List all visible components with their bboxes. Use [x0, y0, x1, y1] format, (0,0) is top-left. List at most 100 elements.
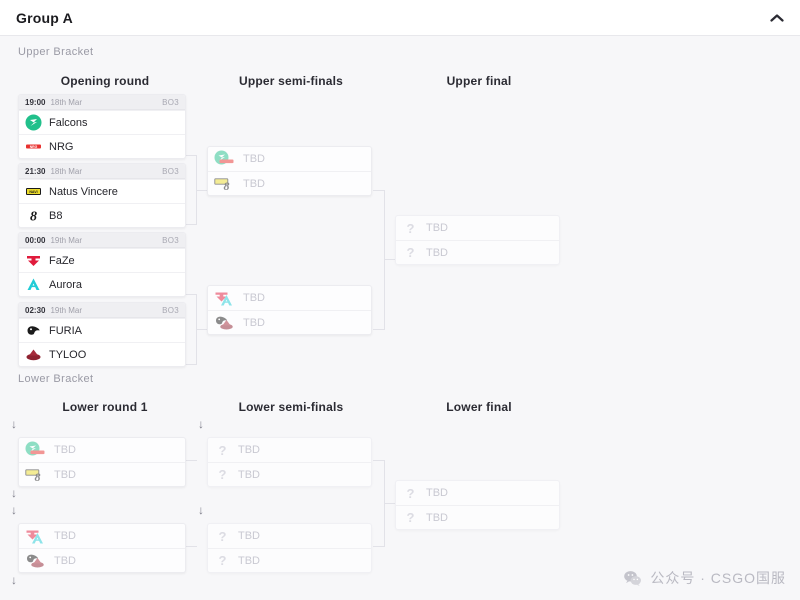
team-name: TBD: [238, 468, 260, 481]
connector: [384, 503, 396, 504]
wechat-icon: [623, 569, 642, 588]
connector: [373, 329, 385, 330]
team-row[interactable]: TYLOO: [19, 342, 185, 366]
round-title-opening-round: Opening round: [60, 74, 150, 88]
connector: [185, 364, 197, 365]
match-card[interactable]: 21:30 18th Mar BO3 NAVI Natus Vincere 8 …: [18, 163, 186, 228]
team-name: Falcons: [49, 116, 88, 129]
match-header: 02:30 19th Mar BO3: [19, 303, 185, 318]
match-header: 00:00 19th Mar BO3: [19, 233, 185, 248]
match-format: BO3: [162, 97, 179, 107]
team-slot[interactable]: 8 TBD: [208, 171, 371, 195]
aurora-logo: [219, 293, 234, 308]
team-slot[interactable]: ? TBD: [396, 505, 559, 529]
team-row[interactable]: 8 B8: [19, 203, 185, 227]
team-name: TBD: [238, 444, 260, 456]
match-format: BO3: [162, 235, 179, 245]
chevron-up-icon[interactable]: [770, 13, 784, 23]
match-card[interactable]: ? TBD ? TBD: [207, 523, 372, 573]
connector: [185, 155, 197, 156]
match-header: 19:00 18th Mar BO3: [19, 95, 185, 110]
match-card[interactable]: TBD 8 TBD: [18, 437, 186, 487]
team-name: TBD: [54, 468, 76, 481]
match-card[interactable]: TBD 8 TBD: [207, 146, 372, 196]
svg-text:8: 8: [224, 179, 230, 193]
team-name: Aurora: [49, 278, 83, 291]
match-format: BO3: [162, 305, 179, 315]
arrow-down-icon: ↓: [11, 486, 17, 500]
arrow-down-icon: ↓: [198, 503, 204, 517]
question-mark-icon: ?: [218, 442, 227, 458]
team-slot[interactable]: ? TBD: [208, 438, 371, 462]
team-slot[interactable]: ? TBD: [208, 524, 371, 548]
team-slot[interactable]: TBD: [208, 286, 371, 310]
team-row[interactable]: Aurora: [19, 272, 185, 296]
team-slot[interactable]: ? TBD: [396, 216, 559, 240]
question-mark-icon: ?: [218, 528, 227, 544]
match-card[interactable]: TBD TBD: [207, 285, 372, 335]
team-row[interactable]: Falcons: [19, 110, 185, 134]
bracket-stage: Upper Bracket Opening round Upper semi-f…: [0, 36, 800, 600]
match-card[interactable]: 00:00 19th Mar BO3 FaZe Aurora: [18, 232, 186, 297]
match-card[interactable]: ? TBD ? TBD: [395, 215, 560, 265]
team-slot[interactable]: ? TBD: [396, 240, 559, 264]
team-name: TBD: [54, 554, 76, 567]
match-card[interactable]: 02:30 19th Mar BO3 FURIA TYLOO: [18, 302, 186, 367]
svg-text:NRG: NRG: [30, 145, 38, 149]
team-name: TBD: [238, 554, 260, 567]
arrow-down-icon: ↓: [11, 503, 17, 517]
team-slot[interactable]: ? TBD: [208, 462, 371, 486]
match-time: 00:00: [25, 235, 46, 245]
nrg-logo: NRG: [25, 138, 42, 155]
match-card[interactable]: ? TBD ? TBD: [207, 437, 372, 487]
navi-logo: [25, 465, 40, 480]
watermark-text: 公众号 · CSGO国服: [650, 570, 786, 586]
team-slot[interactable]: TBD: [208, 147, 371, 171]
team-name: TBD: [243, 177, 265, 190]
team-name: TYLOO: [49, 348, 87, 361]
connector: [384, 259, 396, 260]
connector: [373, 460, 385, 461]
question-mark-icon: ?: [406, 245, 415, 260]
team-slot[interactable]: 8 TBD: [19, 462, 185, 486]
connector: [185, 224, 197, 225]
match-header: 21:30 18th Mar BO3: [19, 164, 185, 179]
ghost-logo-stack: [25, 527, 49, 546]
match-card[interactable]: TBD TBD: [18, 523, 186, 573]
team-slot[interactable]: TBD: [19, 524, 185, 548]
team-slot[interactable]: ? TBD: [396, 481, 559, 505]
team-row[interactable]: NAVI Natus Vincere: [19, 179, 185, 203]
match-card[interactable]: 19:00 18th Mar BO3 Falcons NRG NRG: [18, 94, 186, 159]
page-title: Group A: [16, 9, 73, 26]
b8-logo: 8: [25, 207, 42, 225]
tyloo-logo: [219, 317, 234, 332]
team-name: NRG: [49, 140, 74, 153]
match-date: 19th Mar: [50, 305, 83, 315]
team-name: TBD: [243, 153, 265, 165]
team-row[interactable]: FURIA: [19, 318, 185, 342]
match-date: 19th Mar: [50, 235, 83, 245]
team-name: TBD: [426, 222, 448, 234]
team-row[interactable]: FaZe: [19, 248, 185, 272]
team-name: FaZe: [49, 254, 75, 267]
team-name: TBD: [54, 444, 76, 456]
team-row[interactable]: NRG NRG: [19, 134, 185, 158]
match-date: 18th Mar: [50, 97, 83, 107]
question-mark-icon: ?: [406, 510, 415, 525]
faze-logo: [214, 289, 229, 304]
question-mark-icon: ?: [218, 467, 227, 482]
aurora-logo: [25, 276, 42, 293]
team-name: TBD: [426, 246, 448, 259]
team-slot[interactable]: TBD: [19, 438, 185, 462]
team-slot[interactable]: TBD: [208, 310, 371, 334]
team-slot[interactable]: TBD: [19, 548, 185, 572]
aurora-logo: [30, 531, 45, 546]
b8-logo: 8: [30, 469, 45, 484]
arrow-down-icon: ↓: [198, 417, 204, 431]
match-card[interactable]: ? TBD ? TBD: [395, 480, 560, 530]
connector: [185, 294, 197, 295]
team-name: TBD: [54, 530, 76, 542]
team-slot[interactable]: ? TBD: [208, 548, 371, 572]
group-header[interactable]: Group A: [0, 0, 800, 36]
ghost-logo-stack: [25, 551, 49, 570]
